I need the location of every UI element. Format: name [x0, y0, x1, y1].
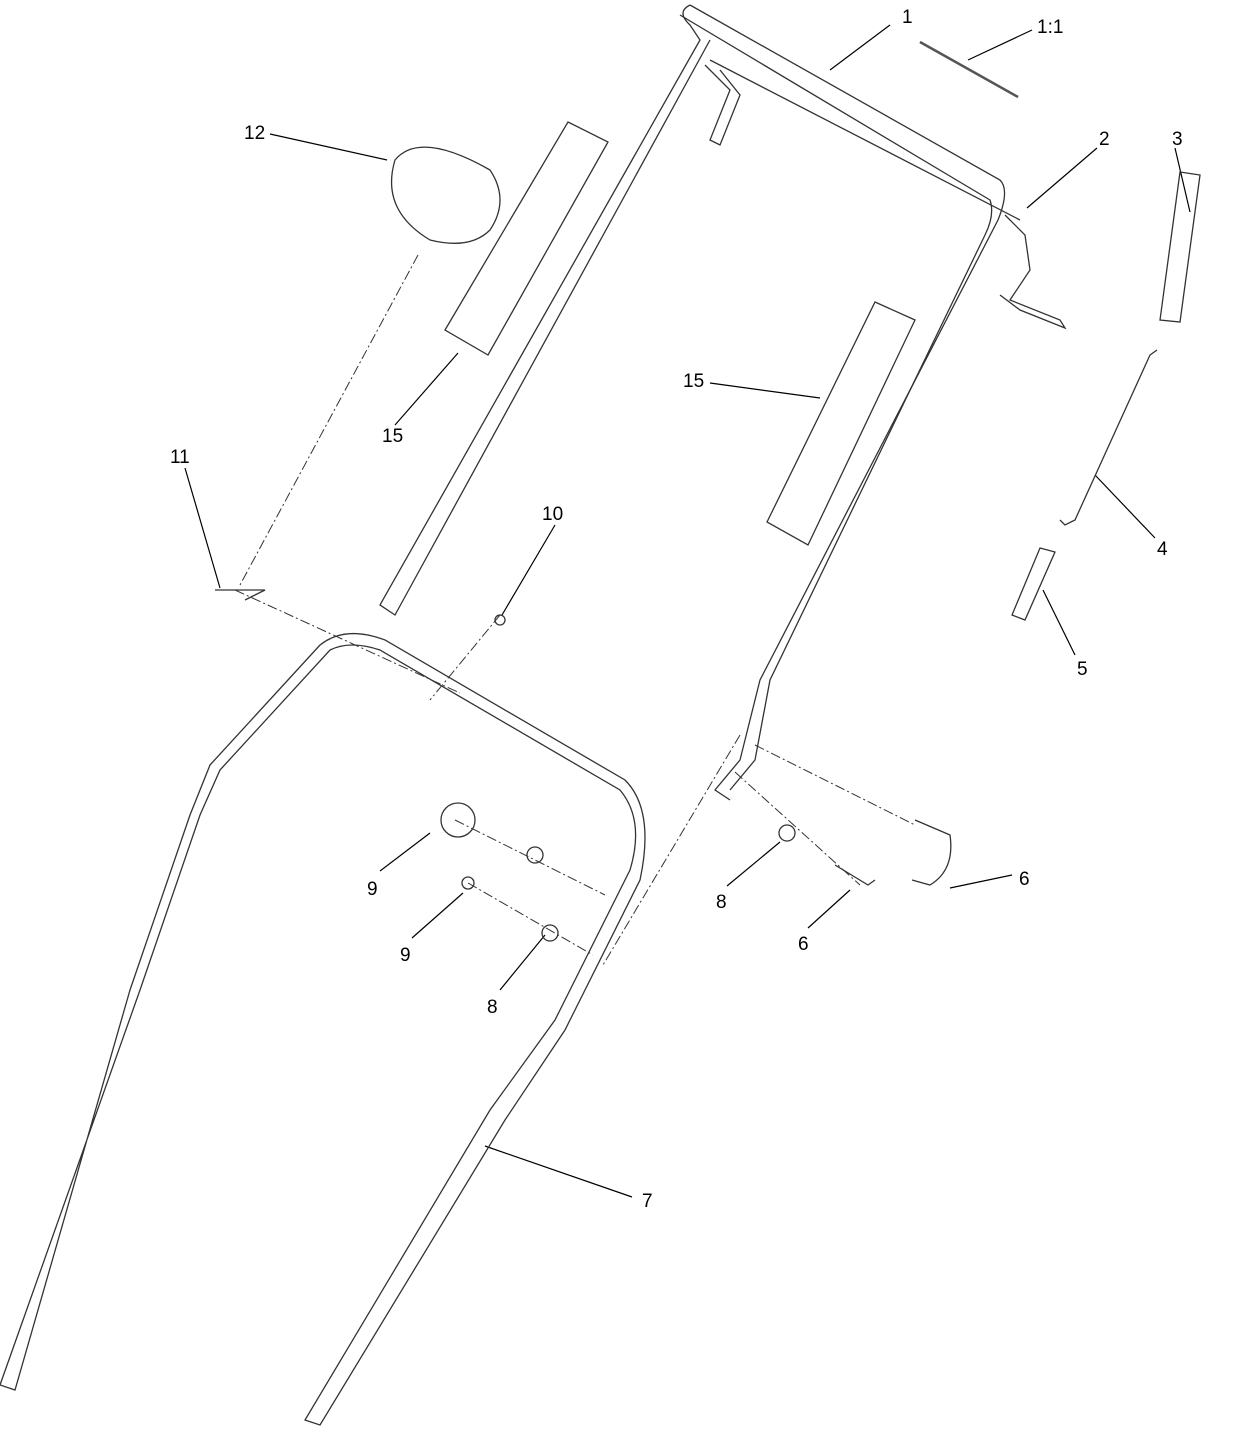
- callout-10: 10: [542, 504, 564, 525]
- pin: [215, 589, 266, 601]
- washer: [526, 846, 544, 864]
- spring: [1059, 349, 1158, 526]
- grip: [1159, 171, 1201, 323]
- bolt: [834, 864, 876, 886]
- callout-7: 7: [642, 1191, 653, 1212]
- callout-15a: 15: [382, 426, 404, 447]
- callout-9a: 9: [367, 879, 378, 900]
- callout-8b: 8: [487, 997, 498, 1018]
- decal-right: [766, 301, 916, 546]
- washer: [541, 924, 559, 942]
- rod: [911, 819, 952, 886]
- decal-left: [444, 121, 609, 356]
- callout-1-1: 1:1: [1037, 17, 1064, 38]
- callout-9b: 9: [400, 945, 411, 966]
- callout-4: 4: [1157, 539, 1168, 560]
- leader-lines: [184, 24, 1191, 1198]
- nut: [461, 876, 475, 890]
- callout-6b: 6: [798, 934, 809, 955]
- star-knob: [440, 802, 476, 838]
- callout-8a: 8: [716, 892, 727, 913]
- knob: [391, 146, 501, 244]
- washer: [778, 824, 796, 842]
- callout-3: 3: [1172, 129, 1183, 150]
- callout-1: 1: [902, 7, 913, 28]
- callout-15b: 15: [683, 371, 705, 392]
- cable: [919, 40, 1019, 99]
- lower-handle: [0, 632, 646, 1426]
- callout-11: 11: [170, 447, 190, 468]
- washer: [494, 614, 506, 626]
- callout-2: 2: [1099, 129, 1110, 150]
- callout-6a: 6: [1019, 869, 1030, 890]
- plate: [1011, 547, 1056, 621]
- callout-12: 12: [244, 123, 266, 144]
- upper-handle: [379, 4, 1067, 801]
- callout-5: 5: [1077, 659, 1088, 680]
